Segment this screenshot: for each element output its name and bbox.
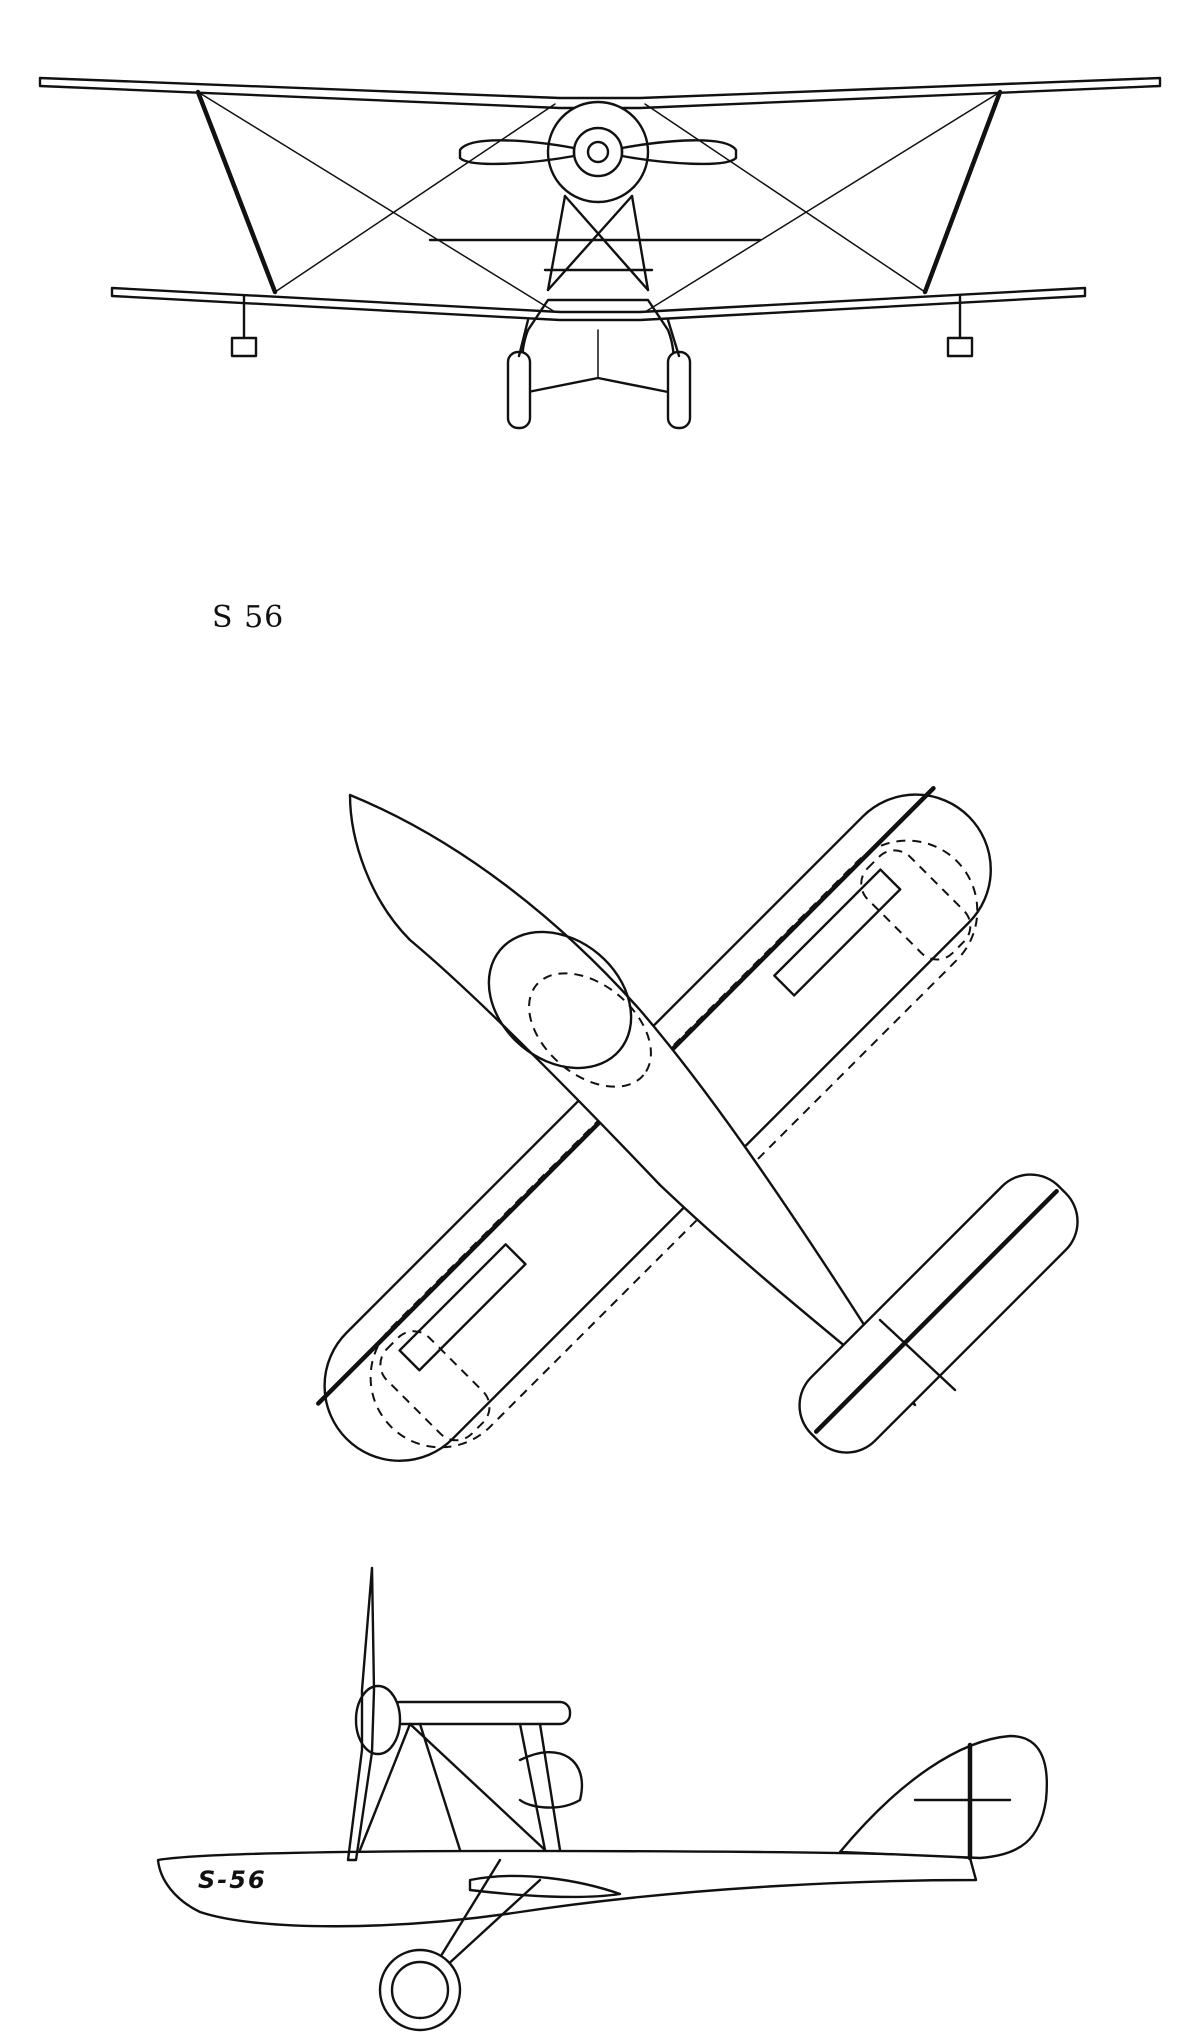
front-cabane	[630, 194, 650, 292]
side-strut	[518, 1722, 547, 1852]
side-strut	[538, 1722, 562, 1852]
side-strut	[358, 1722, 412, 1852]
front-wheel-right	[666, 350, 692, 430]
side-view	[156, 1566, 1048, 2032]
front-upper-wing	[38, 76, 1162, 110]
front-hull	[520, 298, 676, 394]
side-engine	[354, 1684, 402, 1756]
plan-view	[316, 786, 1079, 1462]
plan-cockpit	[487, 930, 633, 1070]
side-upper-wing	[388, 1700, 572, 1726]
front-wire	[274, 103, 556, 293]
front-cabane	[563, 194, 650, 292]
side-propeller	[346, 1566, 376, 1862]
plan-float-right	[860, 849, 972, 961]
plan-aileron-right	[773, 868, 902, 997]
front-wire	[644, 91, 1001, 313]
front-float-right	[946, 336, 974, 358]
plan-aileron-left	[398, 1243, 527, 1372]
aircraft-designation: S 56	[212, 600, 285, 635]
front-wire	[644, 103, 926, 293]
side-fin	[838, 1734, 1048, 1860]
front-cabane	[546, 194, 634, 292]
front-propeller	[458, 139, 738, 166]
plan-elevator-spar	[813, 1188, 1059, 1434]
side-cockpit	[518, 1750, 584, 1809]
plan-float-left	[379, 1330, 491, 1442]
plan-tailplane	[798, 1173, 1079, 1454]
side-strut	[418, 1722, 462, 1852]
front-cabane	[546, 194, 567, 292]
front-engine-cowl	[546, 100, 650, 204]
front-gear-leg	[517, 318, 530, 358]
plan-fin	[878, 1318, 957, 1392]
front-view	[38, 76, 1162, 430]
front-strut-left	[195, 89, 278, 295]
plan-lower-wing	[369, 839, 979, 1449]
side-lower-wing	[468, 1874, 622, 1899]
front-wheel-left	[506, 350, 532, 430]
side-strut	[408, 1722, 547, 1852]
front-wire	[197, 91, 556, 313]
plan-engine	[528, 972, 652, 1088]
front-lower-wing	[110, 286, 1087, 322]
front-spinner	[586, 140, 610, 164]
side-wheel-hub	[390, 1960, 450, 2020]
front-gear-leg	[666, 318, 681, 358]
front-strut-right	[922, 89, 1003, 295]
front-float-left	[230, 336, 258, 358]
hull-marking: S-56	[198, 1866, 267, 1894]
